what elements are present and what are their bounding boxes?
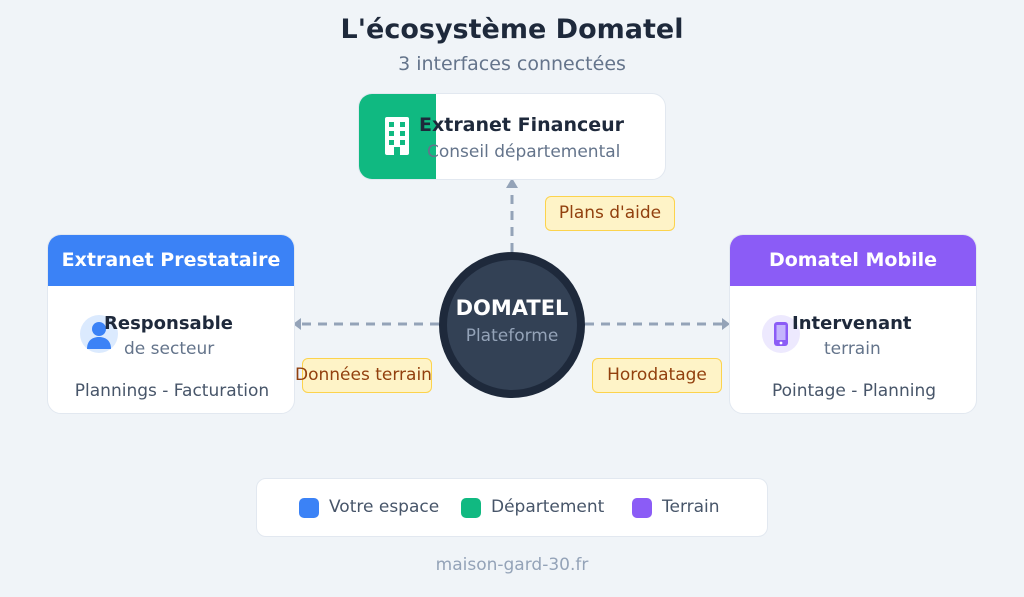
building-icon [385, 117, 409, 155]
domatel-hub[interactable]: DOMATEL Plateforme [439, 252, 585, 398]
financeur-subtitle: Conseil départemental [427, 142, 621, 162]
prestataire-card[interactable]: Extranet Prestataire Responsable de sect… [47, 234, 295, 414]
legend: Votre espace Département Terrain [256, 478, 768, 537]
legend-swatch-votre-espace [299, 498, 319, 518]
legend-label-votre-espace: Votre espace [329, 497, 440, 517]
financeur-card[interactable]: Extranet Financeur Conseil départemental [358, 93, 666, 180]
legend-label-departement: Département [491, 497, 605, 517]
hub-caption: Plateforme [465, 326, 559, 346]
flow-tag-left: Données terrain [295, 358, 432, 393]
mobile-header: Domatel Mobile [730, 235, 976, 286]
arrowhead-top [506, 178, 518, 188]
prestataire-features: Plannings - Facturation [74, 381, 270, 401]
legend-label-terrain: Terrain [662, 497, 720, 517]
mobile-card[interactable]: Domatel Mobile Intervenant terrain Point… [729, 234, 977, 414]
legend-swatch-departement [461, 498, 481, 518]
financeur-title: Extranet Financeur [419, 114, 625, 136]
page-subtitle: 3 interfaces connectées [398, 53, 626, 75]
footer-url[interactable]: maison-gard-30.fr [435, 555, 589, 575]
prestataire-role-sub: de secteur [124, 339, 215, 359]
mobile-role: Intervenant [792, 313, 912, 334]
flow-tag-right: Horodatage [592, 358, 722, 393]
page-title: L'écosystème Domatel [340, 14, 684, 45]
mobile-features: Pointage - Planning [771, 381, 937, 401]
flow-tag-left-label: Données terrain [295, 365, 432, 385]
arrowhead-left [293, 318, 301, 330]
prestataire-header: Extranet Prestataire [48, 235, 294, 286]
mobile-role-sub: terrain [824, 339, 881, 359]
smartphone-icon [762, 315, 800, 353]
arrowhead-right [722, 318, 730, 330]
prestataire-role: Responsable [104, 313, 233, 334]
flow-tag-top: Plans d'aide [545, 196, 675, 231]
user-icon [80, 315, 118, 353]
hub-name: DOMATEL [455, 296, 569, 320]
legend-swatch-terrain [632, 498, 652, 518]
